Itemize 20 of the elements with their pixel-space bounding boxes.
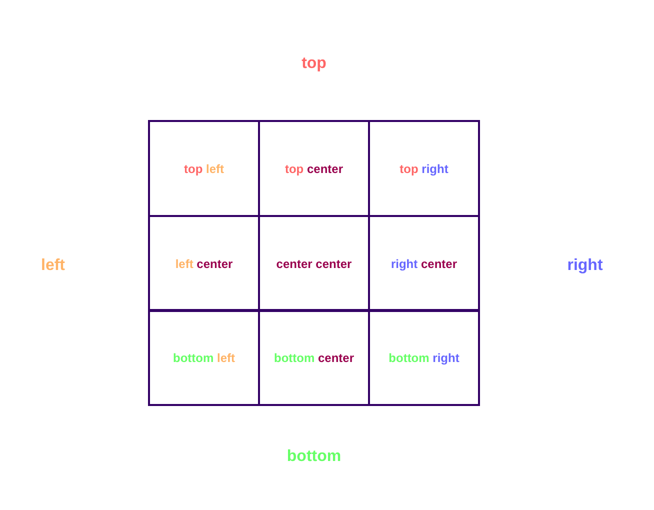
- side-label: bottom: [286, 449, 342, 465]
- cell-label: top left: [184, 162, 224, 174]
- cell-label: right center: [390, 258, 458, 270]
- grid-cell: [148, 309, 260, 406]
- cell-label: bottom center: [274, 352, 354, 364]
- grid-cell: [258, 309, 370, 406]
- side-label: right: [567, 258, 603, 274]
- cell-label: center center: [276, 258, 352, 270]
- cell-label: top center: [284, 162, 344, 174]
- side-label: left: [41, 258, 65, 274]
- cell-label: bottom left: [173, 352, 235, 364]
- cell-label: bottom right: [388, 352, 460, 364]
- grid-cell: [368, 309, 480, 406]
- grid-cell: [148, 120, 260, 217]
- cell-label: left center: [175, 258, 233, 270]
- side-label: top: [302, 56, 326, 72]
- grid-cell: [368, 215, 480, 312]
- grid-cell: [148, 215, 260, 312]
- cell-label: top right: [400, 162, 448, 174]
- grid-cell: [368, 120, 480, 217]
